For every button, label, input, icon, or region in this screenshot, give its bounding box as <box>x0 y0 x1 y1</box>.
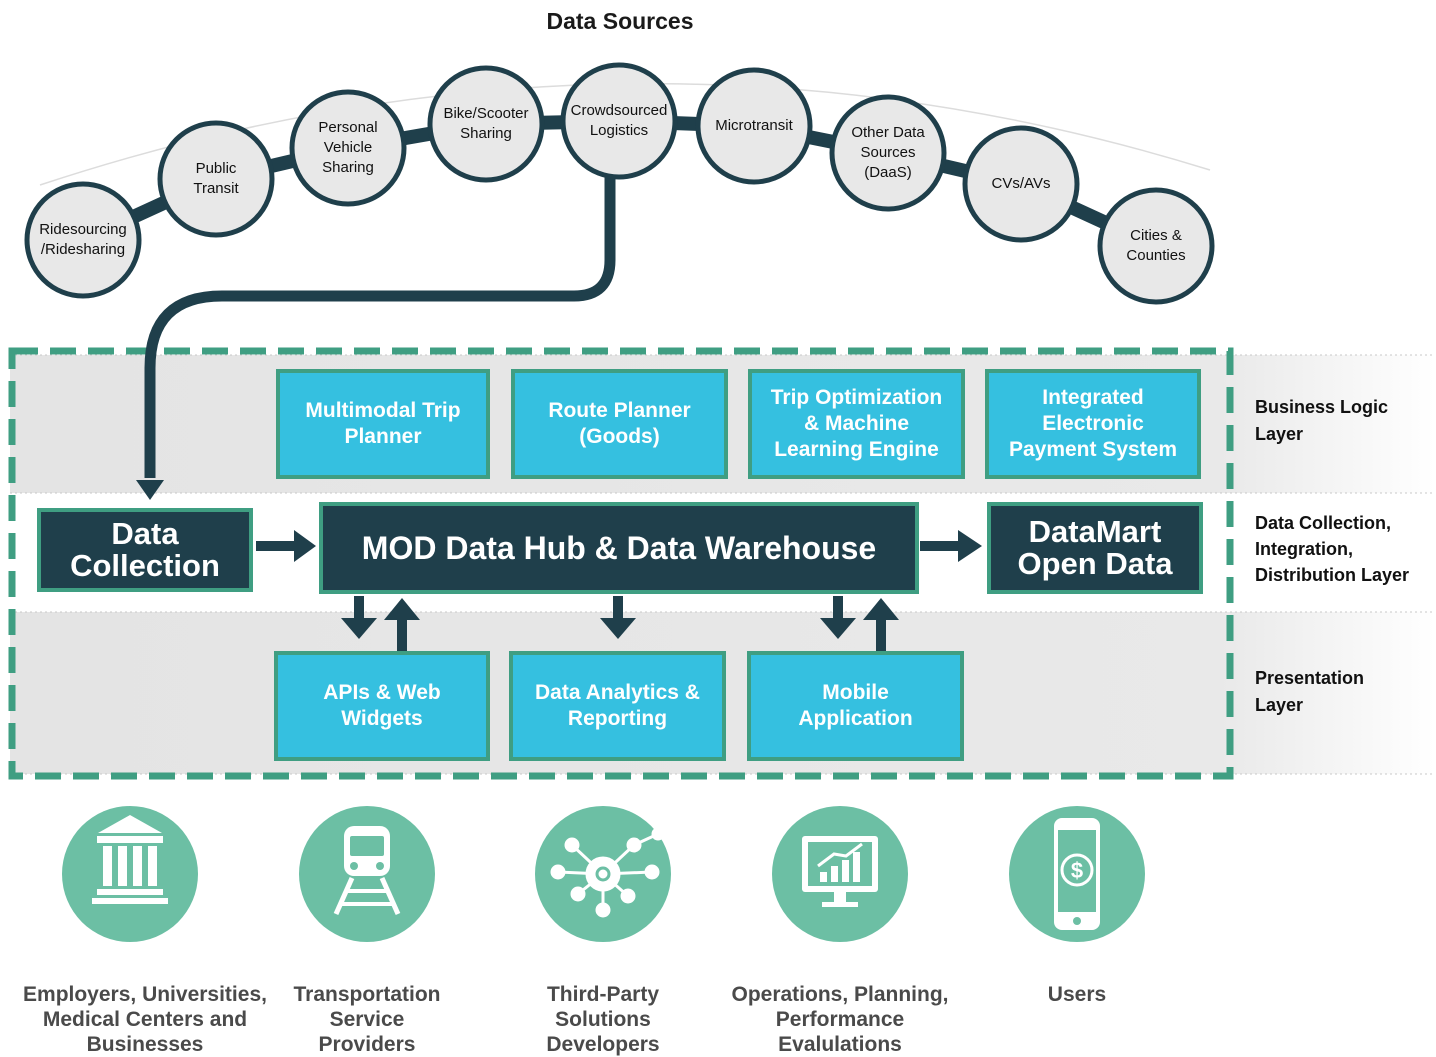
data-collection-box: Data Collection <box>37 508 253 592</box>
source-label-microtransit: Microtransit <box>715 117 793 134</box>
mod-data-hub-box: MOD Data Hub & Data Warehouse <box>319 502 919 594</box>
business-logic-layer-label: Business Logic Layer <box>1255 397 1389 444</box>
apis-web-widgets-box: APIs & Web Widgets <box>274 651 490 761</box>
arrowhead <box>136 480 164 500</box>
stakeholder-label-employers: Employers, Universities, Medical Centers… <box>23 983 267 1056</box>
stakeholder-label-operations: Operations, Planning, Performance Evalul… <box>731 983 949 1056</box>
stakeholder-label-third-party: Third-Party Solutions Developers <box>546 983 660 1056</box>
arrow-hub-to-apis <box>354 596 364 620</box>
arrowhead <box>384 598 420 620</box>
source-circle <box>427 65 545 183</box>
arrow-mobile-to-hub <box>876 618 886 651</box>
source-to-collection-connector <box>144 170 616 478</box>
mobile-application-box: Mobile Application <box>747 651 964 761</box>
arrowhead <box>863 598 899 620</box>
arrowhead <box>600 618 636 639</box>
network-gear-icon <box>550 827 665 918</box>
svg-text:$: $ <box>1071 858 1083 883</box>
arrow-hub-to-analytics <box>613 596 623 620</box>
datamart-box: DataMart Open Data <box>987 502 1203 594</box>
arrowhead <box>341 618 377 639</box>
source-circle <box>1097 187 1215 305</box>
source-circle <box>560 62 678 180</box>
trip-optimization-box: Trip Optimization & Machine Learning Eng… <box>748 369 965 479</box>
source-label-bike-scooter: Bike/Scooter Sharing <box>443 105 529 142</box>
source-label-other-data: Other Data Sources (DaaS) <box>851 124 925 181</box>
arrow-apis-to-hub <box>397 618 407 651</box>
arrow-hub-to-datamart <box>920 541 960 551</box>
source-label-public-transit: Public Transit <box>193 160 239 197</box>
arrow-collection-to-hub <box>256 541 296 551</box>
source-circle <box>695 67 813 185</box>
arrow-hub-to-mobile <box>833 596 843 620</box>
source-circle <box>157 120 275 238</box>
monitor-chart-icon <box>802 836 878 907</box>
stakeholder-label-transportation: Transportation Service Providers <box>293 983 441 1056</box>
phone-dollar-icon: $ <box>1054 818 1100 930</box>
source-circle <box>962 125 1080 243</box>
source-circle <box>24 181 142 299</box>
arrowhead <box>958 530 982 562</box>
source-circle <box>289 89 407 207</box>
train-icon <box>333 826 401 916</box>
arrowhead <box>294 530 316 562</box>
building-icon <box>92 815 168 904</box>
source-label-ridesourcing: Ridesourcing /Ridesharing <box>39 221 127 258</box>
data-analytics-box: Data Analytics & Reporting <box>509 651 726 761</box>
source-label-cities-counties: Cities & Counties <box>1126 227 1186 264</box>
arrowhead <box>820 618 856 639</box>
multimodal-trip-planner-box: Multimodal Trip Planner <box>276 369 490 479</box>
system-boundary <box>8 347 1234 780</box>
source-label-vehicle-sharing: Personal Vehicle Sharing <box>318 119 378 176</box>
stakeholder-label-users: Users <box>1047 983 1107 1006</box>
stakeholder-circle <box>62 806 198 942</box>
diagram-title: Data Sources <box>546 8 694 34</box>
source-label-crowdsourced: Crowdsourced Logistics <box>570 102 668 139</box>
source-circle <box>829 94 947 212</box>
data-layer-label: Data Collection, Integration, Distributi… <box>1255 513 1410 585</box>
route-planner-box: Route Planner (Goods) <box>511 369 728 479</box>
presentation-layer-label: Presentation Layer <box>1255 668 1365 715</box>
payment-system-box: Integrated Electronic Payment System <box>985 369 1201 479</box>
source-label-cvs-avs: CVs/AVs <box>991 175 1051 192</box>
